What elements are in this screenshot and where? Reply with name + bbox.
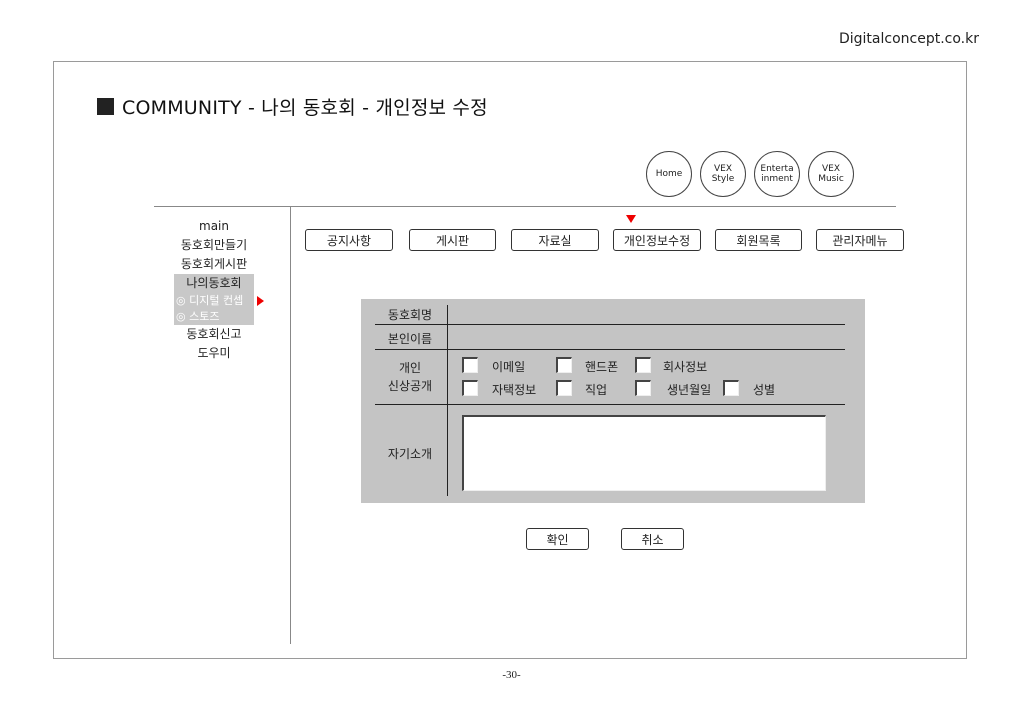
home-info-checkbox[interactable] xyxy=(462,380,478,396)
sidebar-item-my-club[interactable]: 나의동호회 xyxy=(174,274,254,293)
job-checkbox-label: 직업 xyxy=(585,383,608,397)
sidebar-item-help[interactable]: 도우미 xyxy=(197,346,231,360)
email-checkbox-label: 이메일 xyxy=(492,360,526,374)
company-info-checkbox[interactable] xyxy=(635,357,651,373)
sidebar-subitem-stoz[interactable]: ◎ 스토즈 xyxy=(174,309,254,325)
form-row-divider xyxy=(375,349,845,350)
nav-vex-style-label-2: Style xyxy=(711,174,735,184)
page-number: -30- xyxy=(502,669,521,681)
form-column-divider xyxy=(447,305,448,496)
phone-checkbox-label: 핸드폰 xyxy=(585,360,619,374)
header-divider xyxy=(154,206,896,207)
sidebar: main 동호회만들기 동호회게시판 나의동호회 ◎ 디지털 컨셉 ◎ 스토즈 … xyxy=(150,217,278,363)
nav-entertainment-label-1: Enterta xyxy=(760,164,794,174)
tab-board[interactable]: 게시판 xyxy=(409,229,496,251)
brand-url: Digitalconcept.co.kr xyxy=(838,31,979,47)
form-row-divider xyxy=(375,324,845,325)
job-checkbox[interactable] xyxy=(556,380,572,396)
privacy-label-line1: 개인 xyxy=(398,361,422,375)
selected-tab-marker-icon xyxy=(626,215,636,223)
club-name-label: 동호회명 xyxy=(387,308,433,322)
sidebar-selected-arrow-icon xyxy=(257,296,264,306)
intro-textarea[interactable] xyxy=(462,415,826,491)
page-frame xyxy=(53,61,967,659)
phone-checkbox[interactable] xyxy=(556,357,572,373)
intro-label: 자기소개 xyxy=(387,447,433,461)
birthday-checkbox[interactable] xyxy=(635,380,651,396)
nav-vex-style-label-1: VEX xyxy=(713,164,732,174)
sidebar-divider xyxy=(290,207,291,644)
email-checkbox[interactable] xyxy=(462,357,478,373)
cancel-button[interactable]: 취소 xyxy=(621,528,684,550)
tab-edit-profile[interactable]: 개인정보수정 xyxy=(613,229,701,251)
privacy-label: 개인 신상공개 xyxy=(375,359,445,395)
tab-notice[interactable]: 공지사항 xyxy=(305,229,393,251)
gender-checkbox[interactable] xyxy=(723,380,739,396)
confirm-button[interactable]: 확인 xyxy=(526,528,589,550)
tab-admin-menu[interactable]: 관리자메뉴 xyxy=(816,229,904,251)
nav-entertainment-label-2: inment xyxy=(761,174,793,184)
privacy-label-line2: 신상공개 xyxy=(387,379,433,393)
birthday-checkbox-label: 생년월일 xyxy=(667,383,712,397)
real-name-label: 본인이름 xyxy=(387,332,433,346)
sidebar-item-club-board[interactable]: 동호회게시판 xyxy=(180,257,248,271)
profile-form: 동호회명 본인이름 개인 신상공개 자기소개 이메일 핸드폰 회사정보 자택정보… xyxy=(361,299,865,503)
nav-vex-music-label-2: Music xyxy=(818,174,844,184)
tab-member-list[interactable]: 회원목록 xyxy=(715,229,802,251)
page-title: COMMUNITY - 나의 동호회 - 개인정보 수정 xyxy=(97,93,488,120)
square-bullet-icon xyxy=(97,98,114,115)
sidebar-item-report-club[interactable]: 동호회신고 xyxy=(186,327,242,341)
nav-home-label: Home xyxy=(655,169,683,179)
tab-archive[interactable]: 자료실 xyxy=(511,229,599,251)
nav-home-button[interactable]: Home xyxy=(646,151,692,197)
page-title-text: COMMUNITY - 나의 동호회 - 개인정보 수정 xyxy=(122,97,488,119)
sidebar-subitem-digital-concept[interactable]: ◎ 디지털 컨셉 xyxy=(174,293,254,309)
sidebar-item-main[interactable]: main xyxy=(199,219,229,233)
gender-checkbox-label: 성별 xyxy=(753,383,776,397)
company-info-checkbox-label: 회사정보 xyxy=(663,360,708,374)
form-row-divider xyxy=(375,404,845,405)
sidebar-item-create-club[interactable]: 동호회만들기 xyxy=(180,238,248,252)
nav-vex-music-label-1: VEX xyxy=(821,164,840,174)
home-info-checkbox-label: 자택정보 xyxy=(492,383,537,397)
